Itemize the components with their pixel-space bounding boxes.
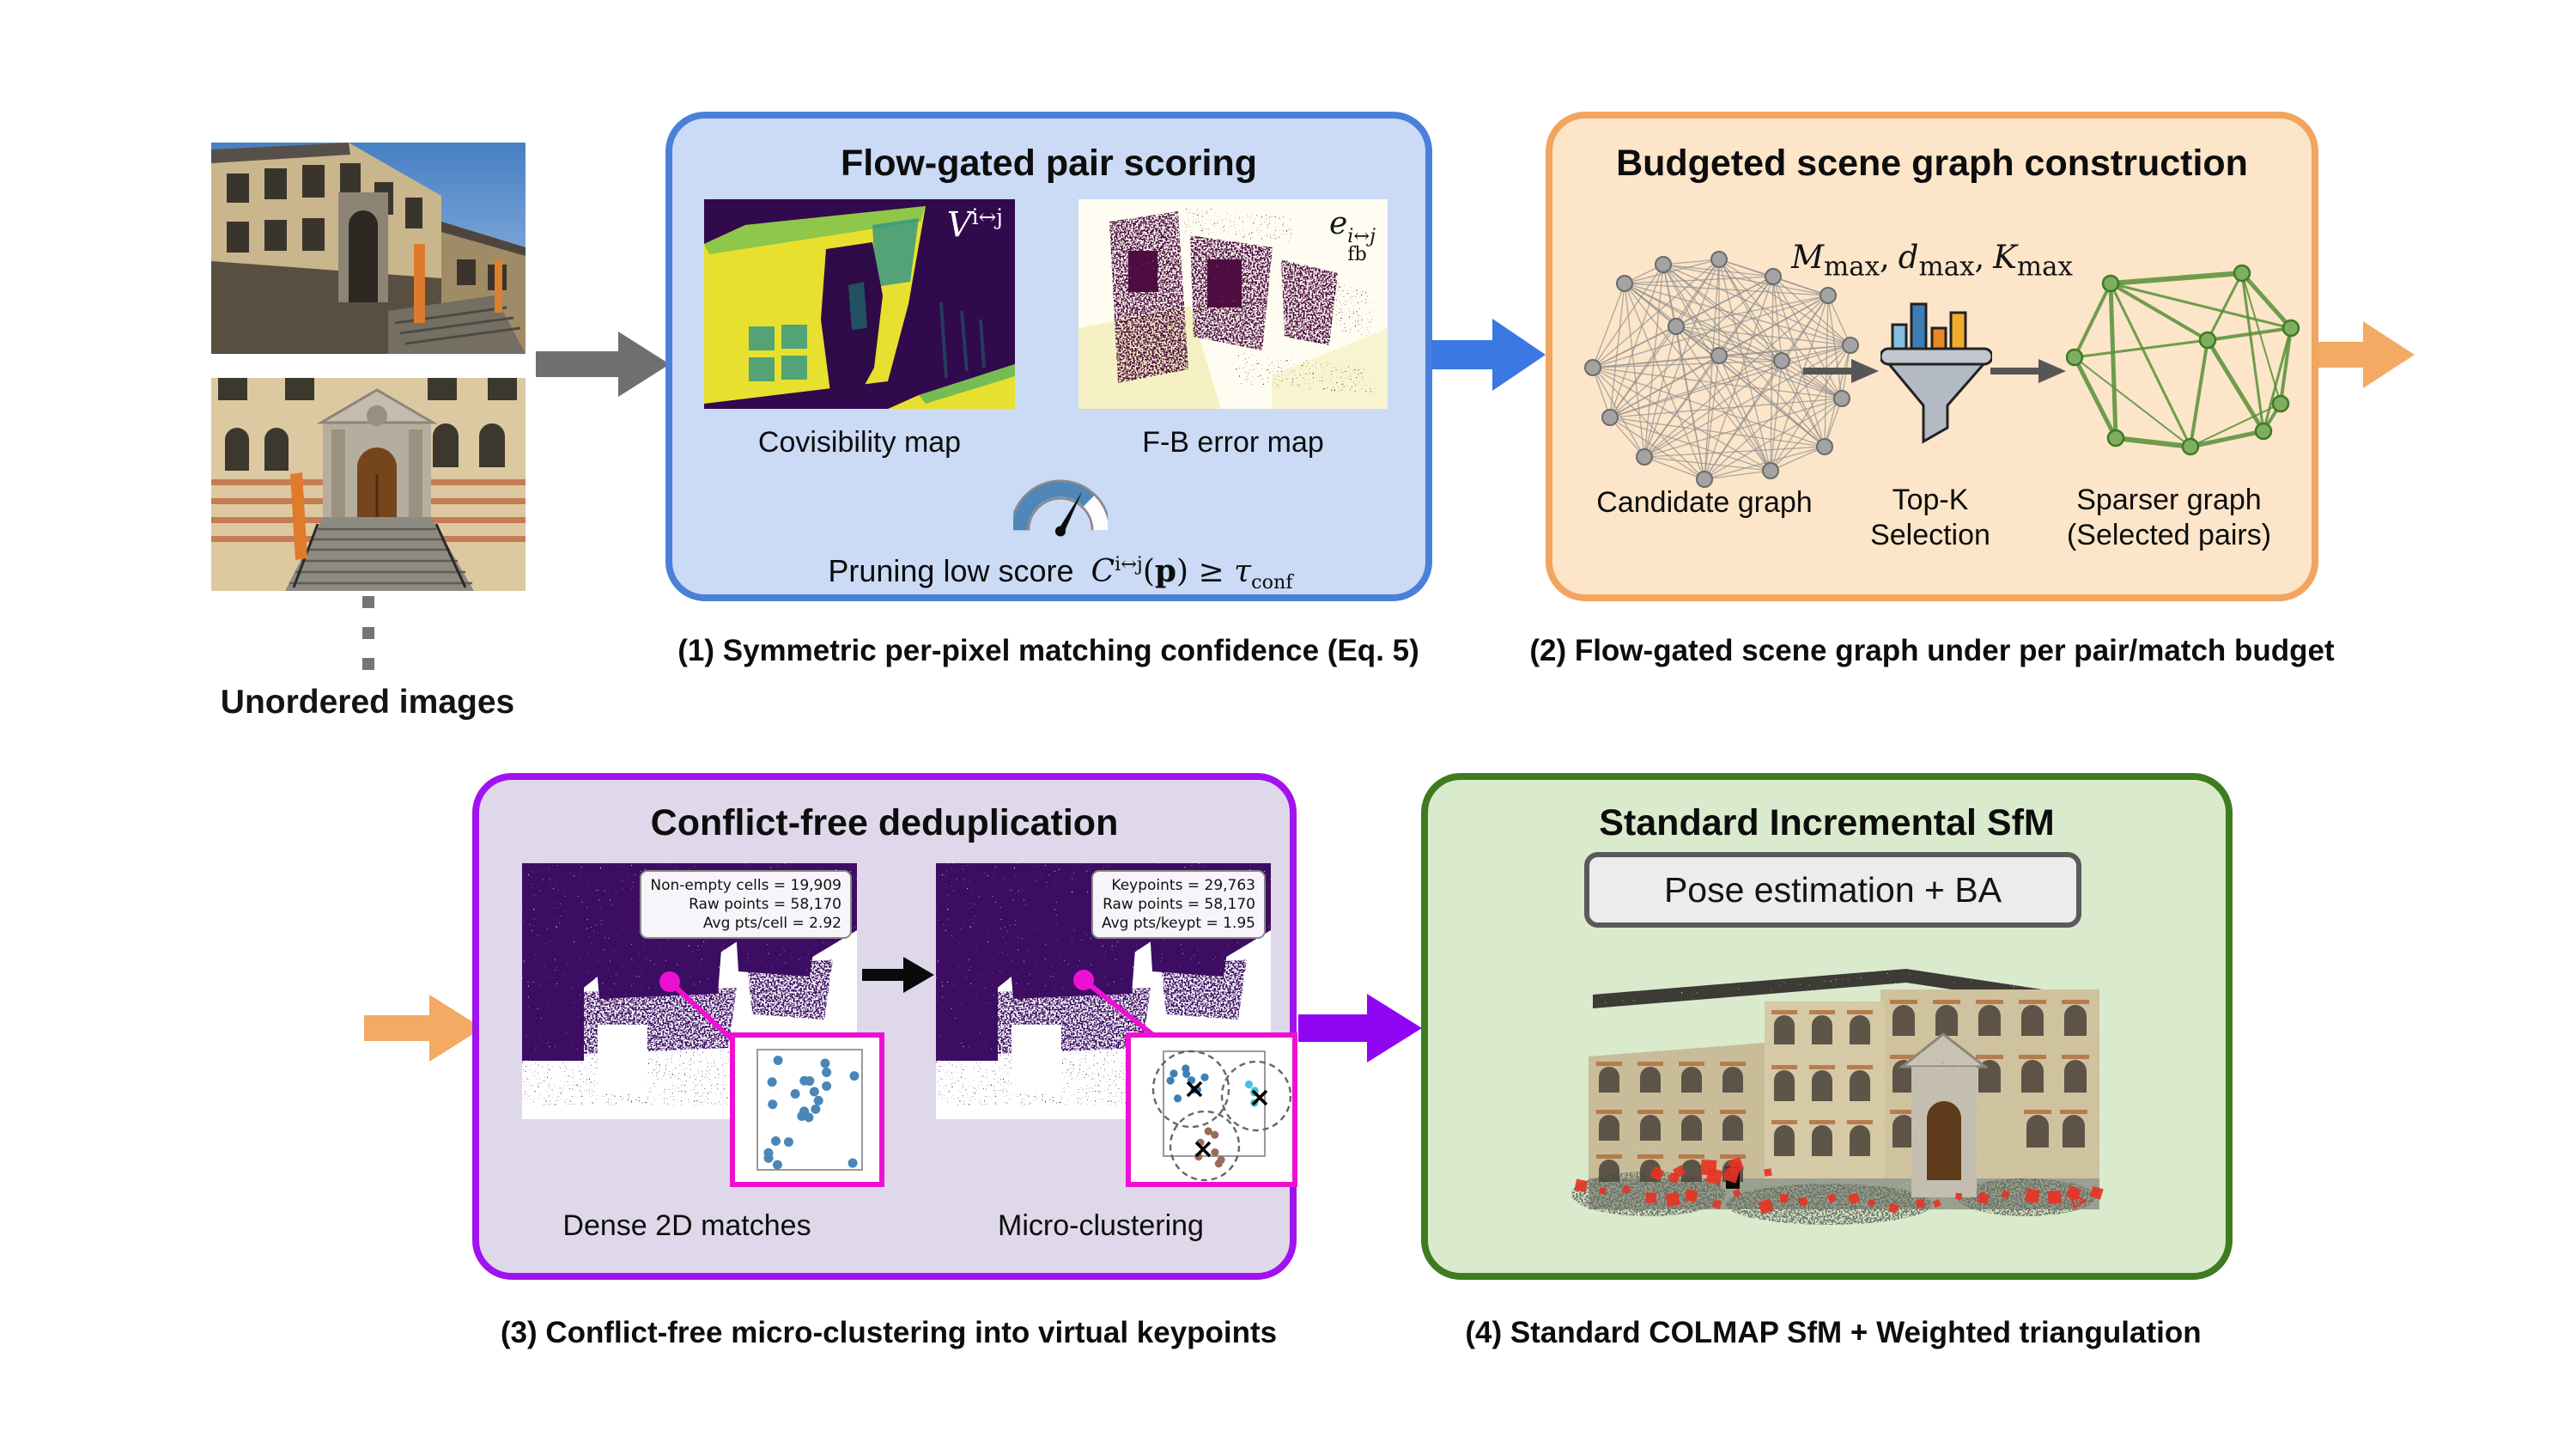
- sfm-pointcloud-image: [1546, 964, 2108, 1239]
- input-photo-building-2: [211, 378, 526, 591]
- confidence-formula: Ci↔j(p) ≥ τconf: [1091, 553, 1293, 594]
- arrow-scoring-to-budget: [1431, 319, 1546, 391]
- caption-step3: (3) Conflict-free micro-clustering into …: [500, 1316, 1278, 1349]
- candidate-graph: [1584, 251, 1859, 488]
- panel-title: Conflict-free deduplication: [650, 802, 1119, 843]
- micro-clustering-stats: Keypoints = 29,763 Raw points = 58,170 A…: [1091, 870, 1266, 940]
- input-photo-building-1: [211, 143, 526, 354]
- sparser-graph-label: Sparser graph(Selected pairs): [2066, 484, 2272, 551]
- dense-matches-inset: [730, 1032, 884, 1187]
- micro-clustering-inset: [1126, 1032, 1297, 1187]
- covisibility-formula: Vi↔j: [946, 204, 1003, 246]
- caption-step1: (1) Symmetric per-pixel matching confide…: [677, 634, 1419, 667]
- candidate-graph-label: Candidate graph: [1596, 486, 1813, 519]
- arrow-candidate-to-topk: [1803, 359, 1879, 383]
- ellipsis-dot: [362, 658, 374, 670]
- sparser-graph: [2066, 265, 2300, 456]
- micro-clustering-label: Micro-clustering: [998, 1209, 1204, 1242]
- panel-title: Budgeted scene graph construction: [1616, 143, 2248, 184]
- ellipsis-dot: [362, 596, 374, 608]
- pose-estimation-box: Pose estimation + BA: [1584, 852, 2081, 928]
- arrow-dense-to-micro: [862, 957, 934, 993]
- arrow-topk-to-sparser: [1990, 359, 2066, 383]
- arrow-dedup-to-sfm: [1298, 994, 1422, 1062]
- budget-formula: Mmax,dmax,Kmax: [1791, 239, 2073, 283]
- dense-matches-stats: Non-empty cells = 19,909 Raw points = 58…: [640, 870, 852, 940]
- dense-matches-label: Dense 2D matches: [562, 1209, 811, 1242]
- caption-step4: (4) Standard COLMAP SfM + Weighted trian…: [1465, 1316, 2202, 1349]
- gauge-icon: [1013, 479, 1108, 537]
- arrow-into-dedup: [364, 995, 483, 1062]
- arrow-budget-out: [2318, 321, 2415, 388]
- topk-funnel-icon: [1880, 302, 1992, 444]
- covisibility-map-label: Covisibility map: [757, 426, 962, 459]
- covisibility-map-image: Vi↔j: [704, 199, 1015, 409]
- ellipsis-dot: [362, 627, 374, 639]
- panel-title: Flow-gated pair scoring: [841, 143, 1257, 184]
- fb-error-map-label: F-B error map: [1142, 426, 1324, 459]
- caption-step2: (2) Flow-gated scene graph under per pai…: [1529, 634, 2335, 667]
- pruning-formula-line: Pruning low score Ci↔j(p) ≥ τconf: [828, 553, 1292, 594]
- arrow-input-to-scoring: [536, 332, 670, 397]
- panel-title: Standard Incremental SfM: [1599, 802, 2055, 843]
- pruning-text: Pruning low score: [828, 553, 1074, 588]
- unordered-images-label: Unordered images: [220, 684, 515, 721]
